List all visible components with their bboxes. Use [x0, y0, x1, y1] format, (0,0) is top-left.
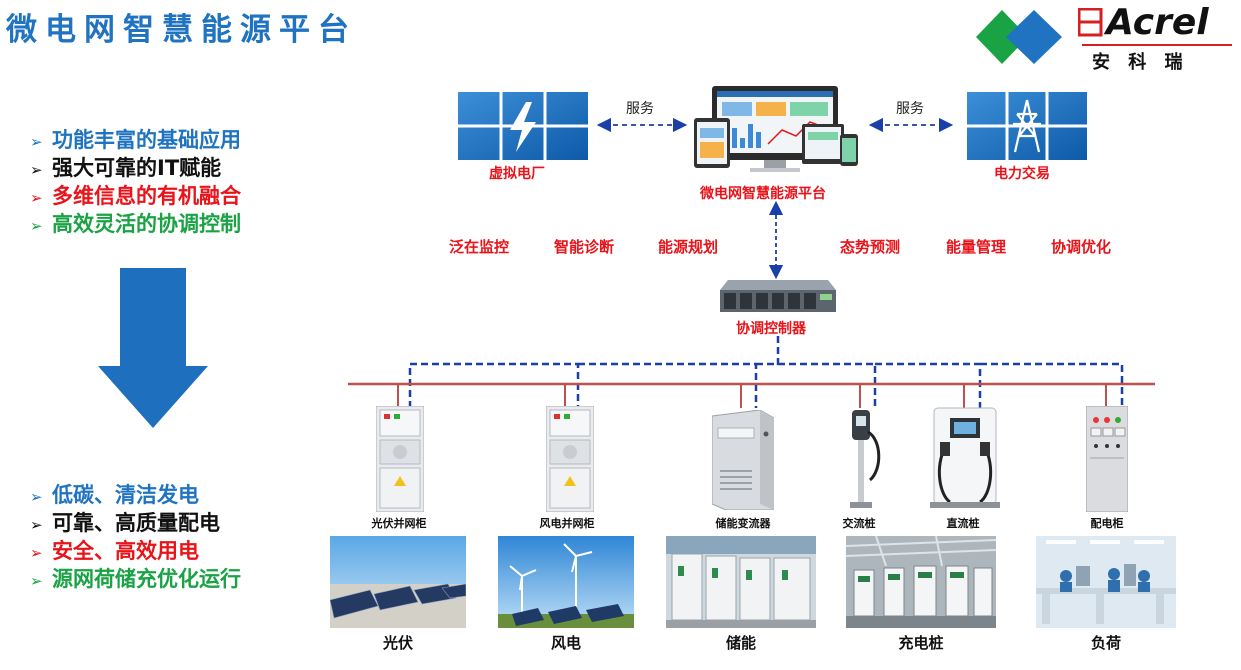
storage-photo	[666, 536, 816, 628]
pv-grid-cabinet-icon	[376, 406, 424, 512]
controller-device-icon	[720, 280, 836, 312]
logo: Acrel 安 科 瑞	[972, 2, 1234, 74]
logo-diamond-icon	[976, 10, 1062, 64]
dc-charger-icon	[930, 407, 1000, 508]
ac-charger-icon	[850, 410, 881, 508]
wind-grid-cabinet-icon	[546, 406, 594, 512]
service-left-label: 服务	[626, 101, 654, 117]
bullet-top-1: ➢功能丰富的基础应用	[30, 126, 241, 156]
feature-label-1: 泛在监控	[449, 238, 510, 256]
photo-label-charging-pile: 充电桩	[898, 634, 944, 652]
photo-label-wind: 风电	[550, 634, 581, 652]
platform-devices-icon	[694, 86, 858, 172]
bullet-arrow-icon: ➢	[30, 572, 43, 590]
wind-photo	[498, 536, 634, 628]
bullet-bottom-3: ➢安全、高效用电	[30, 537, 199, 567]
feature-label-3: 能源规划	[658, 238, 719, 256]
device-label-wind-cabinet: 风电并网柜	[539, 517, 595, 530]
charging-pile-photo	[846, 536, 996, 628]
storage-converter-icon	[712, 410, 774, 510]
bullet-arrow-icon: ➢	[30, 161, 43, 179]
power-trading-screen-icon	[967, 92, 1087, 160]
photo-label-load: 负荷	[1090, 634, 1121, 652]
virtual-plant-label: 虚拟电厂	[489, 166, 545, 182]
bullet-arrow-icon: ➢	[30, 488, 43, 506]
down-arrow-icon	[98, 268, 208, 428]
logo-name-cn: 安 科 瑞	[1092, 52, 1189, 73]
feature-label-5: 能量管理	[946, 238, 1007, 256]
device-label-pv-cabinet: 光伏并网柜	[371, 517, 427, 530]
bullet-top-3: ➢多维信息的有机融合	[30, 182, 241, 212]
bullet-top-2: ➢强大可靠的IT赋能	[30, 154, 221, 184]
device-label-storage-converter: 储能变流器	[715, 517, 771, 530]
bullet-bottom-4: ➢源网荷储充优化运行	[30, 565, 241, 595]
virtual-plant-screen-icon	[458, 92, 588, 160]
bullet-bottom-1: ➢低碳、清洁发电	[30, 481, 199, 511]
bullet-arrow-icon: ➢	[30, 217, 43, 235]
distribution-cabinet-icon	[1086, 406, 1128, 512]
bullet-arrow-icon: ➢	[30, 516, 43, 534]
device-label-ac-charger: 交流桩	[842, 517, 876, 530]
service-right-label: 服务	[896, 101, 924, 117]
feature-label-2: 智能诊断	[554, 238, 615, 256]
feature-label-6: 协调优化	[1051, 238, 1112, 256]
load-photo	[1036, 536, 1176, 628]
logo-brand: Acrel	[1106, 2, 1209, 43]
controller-label: 协调控制器	[736, 321, 806, 337]
platform-label: 微电网智慧能源平台	[700, 186, 826, 202]
bullet-arrow-icon: ➢	[30, 189, 43, 207]
logo-mark-icon	[1078, 8, 1103, 37]
photo-label-solar: 光伏	[382, 634, 413, 652]
bullet-top-4: ➢高效灵活的协调控制	[30, 210, 241, 240]
photo-label-storage: 储能	[725, 634, 756, 652]
device-label-distribution-cabinet: 配电柜	[1090, 517, 1124, 530]
bullet-arrow-icon: ➢	[30, 544, 43, 562]
bullet-bottom-2: ➢可靠、高质量配电	[30, 509, 220, 539]
bullet-arrow-icon: ➢	[30, 133, 43, 151]
power-trading-label: 电力交易	[994, 166, 1050, 182]
device-label-dc-charger: 直流桩	[946, 517, 980, 530]
page-title: 微电网智慧能源平台	[6, 12, 357, 48]
solar-photo	[330, 536, 466, 628]
feature-label-4: 态势预测	[840, 238, 901, 256]
